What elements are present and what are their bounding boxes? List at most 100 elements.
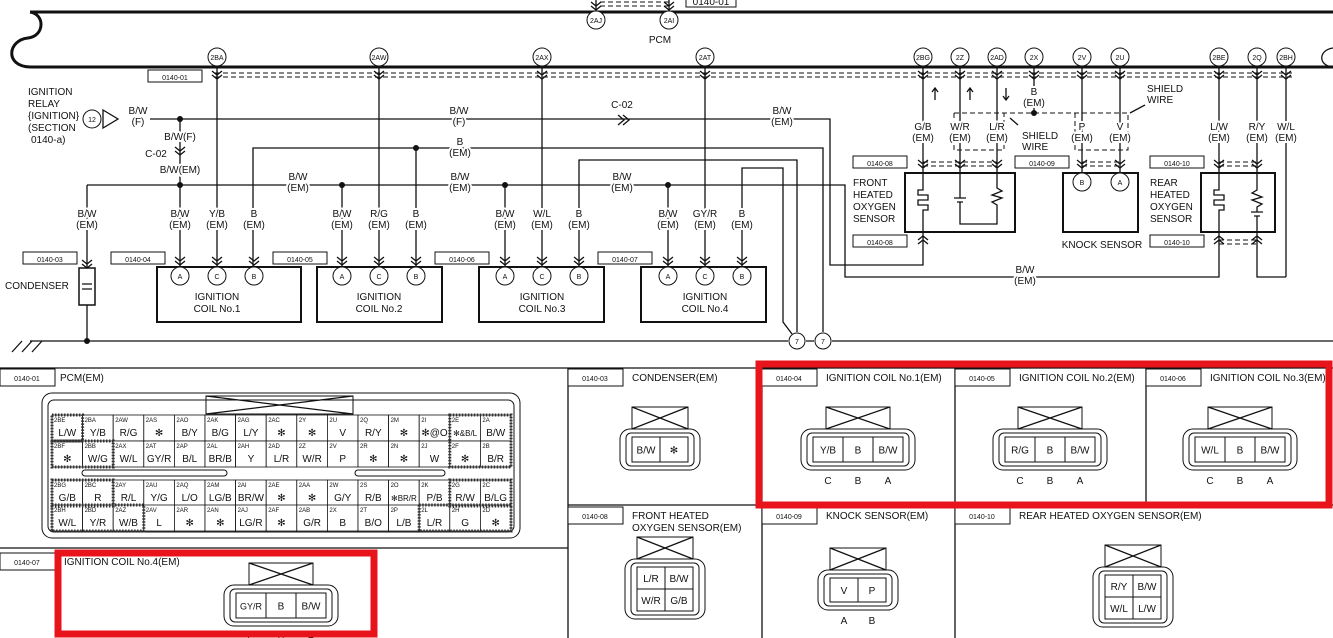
pcm-pin-2BA-circle	[207, 47, 227, 67]
pcm-cell-pin: 2M	[391, 418, 399, 424]
wire-label: (EM)	[611, 183, 633, 194]
connector-cell-wire: W/L	[1201, 446, 1219, 457]
pcm-cell-pin: 2AI	[238, 483, 247, 489]
connector-ref-box	[852, 234, 908, 248]
pcm-cell-pin: 2T	[360, 508, 367, 514]
pcm-cell-wire: P	[339, 454, 346, 465]
shield-pointer	[1009, 104, 1146, 126]
splice-dot	[177, 182, 183, 188]
pcm-cell-wire: L/Y	[243, 428, 258, 439]
connector-cell-wire: B	[1047, 446, 1054, 457]
pcm-cell-pin: 2P	[391, 508, 398, 514]
ignition-relay-label: {IGNITION}	[28, 111, 80, 122]
latch-icon	[205, 395, 354, 415]
pcm-cell-wire: LG/R	[239, 518, 262, 529]
pcm-cell-pin: 2X	[329, 508, 336, 514]
knock-sensor-box	[1062, 172, 1139, 233]
wire-bw-f	[150, 118, 924, 266]
coil-pin-circle	[244, 266, 264, 286]
shield-wire	[953, 112, 1129, 151]
connector-cell	[1224, 436, 1256, 463]
connector-ref-label: 0140-07	[612, 257, 638, 264]
pcm-harness-dashed	[215, 72, 1292, 78]
wire-label: (EM)	[449, 183, 471, 194]
connector-view-ref: 0140-10	[969, 514, 995, 521]
pcm-cell-pin: 2AC	[268, 418, 280, 424]
pcm-cell-wire: LG/B	[209, 493, 232, 504]
pcm-view-title: PCM(EM)	[60, 373, 104, 384]
latch-icon	[829, 547, 887, 571]
connector-view-ref: 0140-09	[776, 514, 802, 521]
wire-label: B/W	[773, 106, 792, 117]
heater-icon	[1213, 173, 1225, 240]
connector-mark-icon	[1076, 70, 1088, 80]
wire-label: (EM)	[531, 220, 553, 231]
pcm-pin-2X-circle	[1024, 47, 1044, 67]
pcm-cell-pin: 2AP	[176, 444, 187, 450]
wire-label: B/W	[659, 209, 678, 220]
connector-mark-icon	[917, 159, 929, 169]
connector-mark-icon	[499, 256, 511, 266]
connector-mark-icon	[699, 256, 711, 266]
pcm-cell-pin: 2Y	[299, 418, 306, 424]
connector-mark-icon	[1213, 70, 1225, 80]
wire-label: (EM)	[1208, 133, 1230, 144]
wire-label: B	[457, 137, 464, 148]
front-o2-label: FRONT	[853, 178, 887, 189]
connector-cell-wire: R/Y	[1111, 582, 1128, 593]
connector-cell	[1194, 436, 1226, 463]
connector-mark-icon	[1114, 159, 1126, 169]
pcm-cell	[449, 479, 481, 507]
pcm-cell-wire: BR/B	[209, 454, 233, 465]
pcm-cell-pin: 2BH	[54, 508, 66, 514]
connector-cell	[265, 592, 297, 619]
wire-label: SHIELD	[1022, 131, 1058, 142]
pcm-cell	[51, 479, 84, 507]
pcm-pin-2AT: 2AT	[699, 55, 712, 62]
coil-pin-circle	[207, 266, 227, 286]
connector-mark-icon	[736, 256, 748, 266]
connector-cell	[872, 436, 904, 463]
pcm-cell-wire: ✻	[277, 493, 285, 504]
connector-view-title: IGNITION COIL No.2(EM)	[1019, 373, 1135, 384]
connector-view-ref: 0140-07	[14, 560, 40, 567]
pcm-pin-2Z-circle	[950, 47, 970, 67]
connector-ref-label: 0140-10	[1164, 240, 1190, 247]
pcm-cell-wire: ✻	[155, 428, 163, 439]
connector-pin-letter: B	[1047, 476, 1054, 487]
connector-view-title: OXYGEN SENSOR(EM)	[632, 523, 741, 534]
connector-cell-wire: B/W	[637, 446, 656, 457]
coil-pin-circle	[569, 266, 589, 286]
coil-pin: A	[178, 274, 183, 281]
wire-label: (EM)	[449, 148, 471, 159]
pcm-cell	[235, 479, 267, 507]
connector-ref-box	[110, 251, 166, 265]
pcm-cell-wire: ✻	[216, 518, 224, 529]
wire-b-em	[252, 147, 824, 332]
pcm-cell-pin: 2AF	[268, 508, 279, 514]
connector-cell-wire: GY/R	[240, 602, 263, 612]
condenser-plates-icon	[82, 283, 92, 290]
connector-mark-icon	[1251, 70, 1263, 80]
pcm-cell-wire: R/W	[455, 493, 475, 504]
pcm-view-ref: 0140-01	[14, 376, 40, 383]
splice-dot	[177, 116, 183, 122]
coil-label: IGNITION	[683, 292, 727, 303]
pcm-cell-pin: 2S	[360, 483, 367, 489]
pcm-top-pin-2AI: 2AI	[664, 18, 675, 25]
ignition-relay-label: RELAY	[28, 99, 60, 110]
pcm-cell-pin: 2R	[360, 444, 368, 450]
pcm-cell-wire: B/L	[182, 454, 197, 465]
connector-housing-inner	[823, 573, 893, 607]
connector-cell-wire: B/W	[302, 602, 321, 613]
connector-cell-wire: P	[869, 586, 876, 597]
connector-cell-wire: B/W	[1138, 582, 1157, 593]
ground-terminal: 7	[821, 339, 825, 346]
coil-pin: C	[214, 274, 219, 281]
pcm-cell-wire: ✻@O	[421, 428, 448, 439]
wire-label: W/L	[1277, 122, 1295, 133]
wire-label: (EM)	[405, 220, 427, 231]
pcm-cell-wire: ✻	[400, 454, 408, 465]
connector-ref-box	[597, 251, 653, 265]
